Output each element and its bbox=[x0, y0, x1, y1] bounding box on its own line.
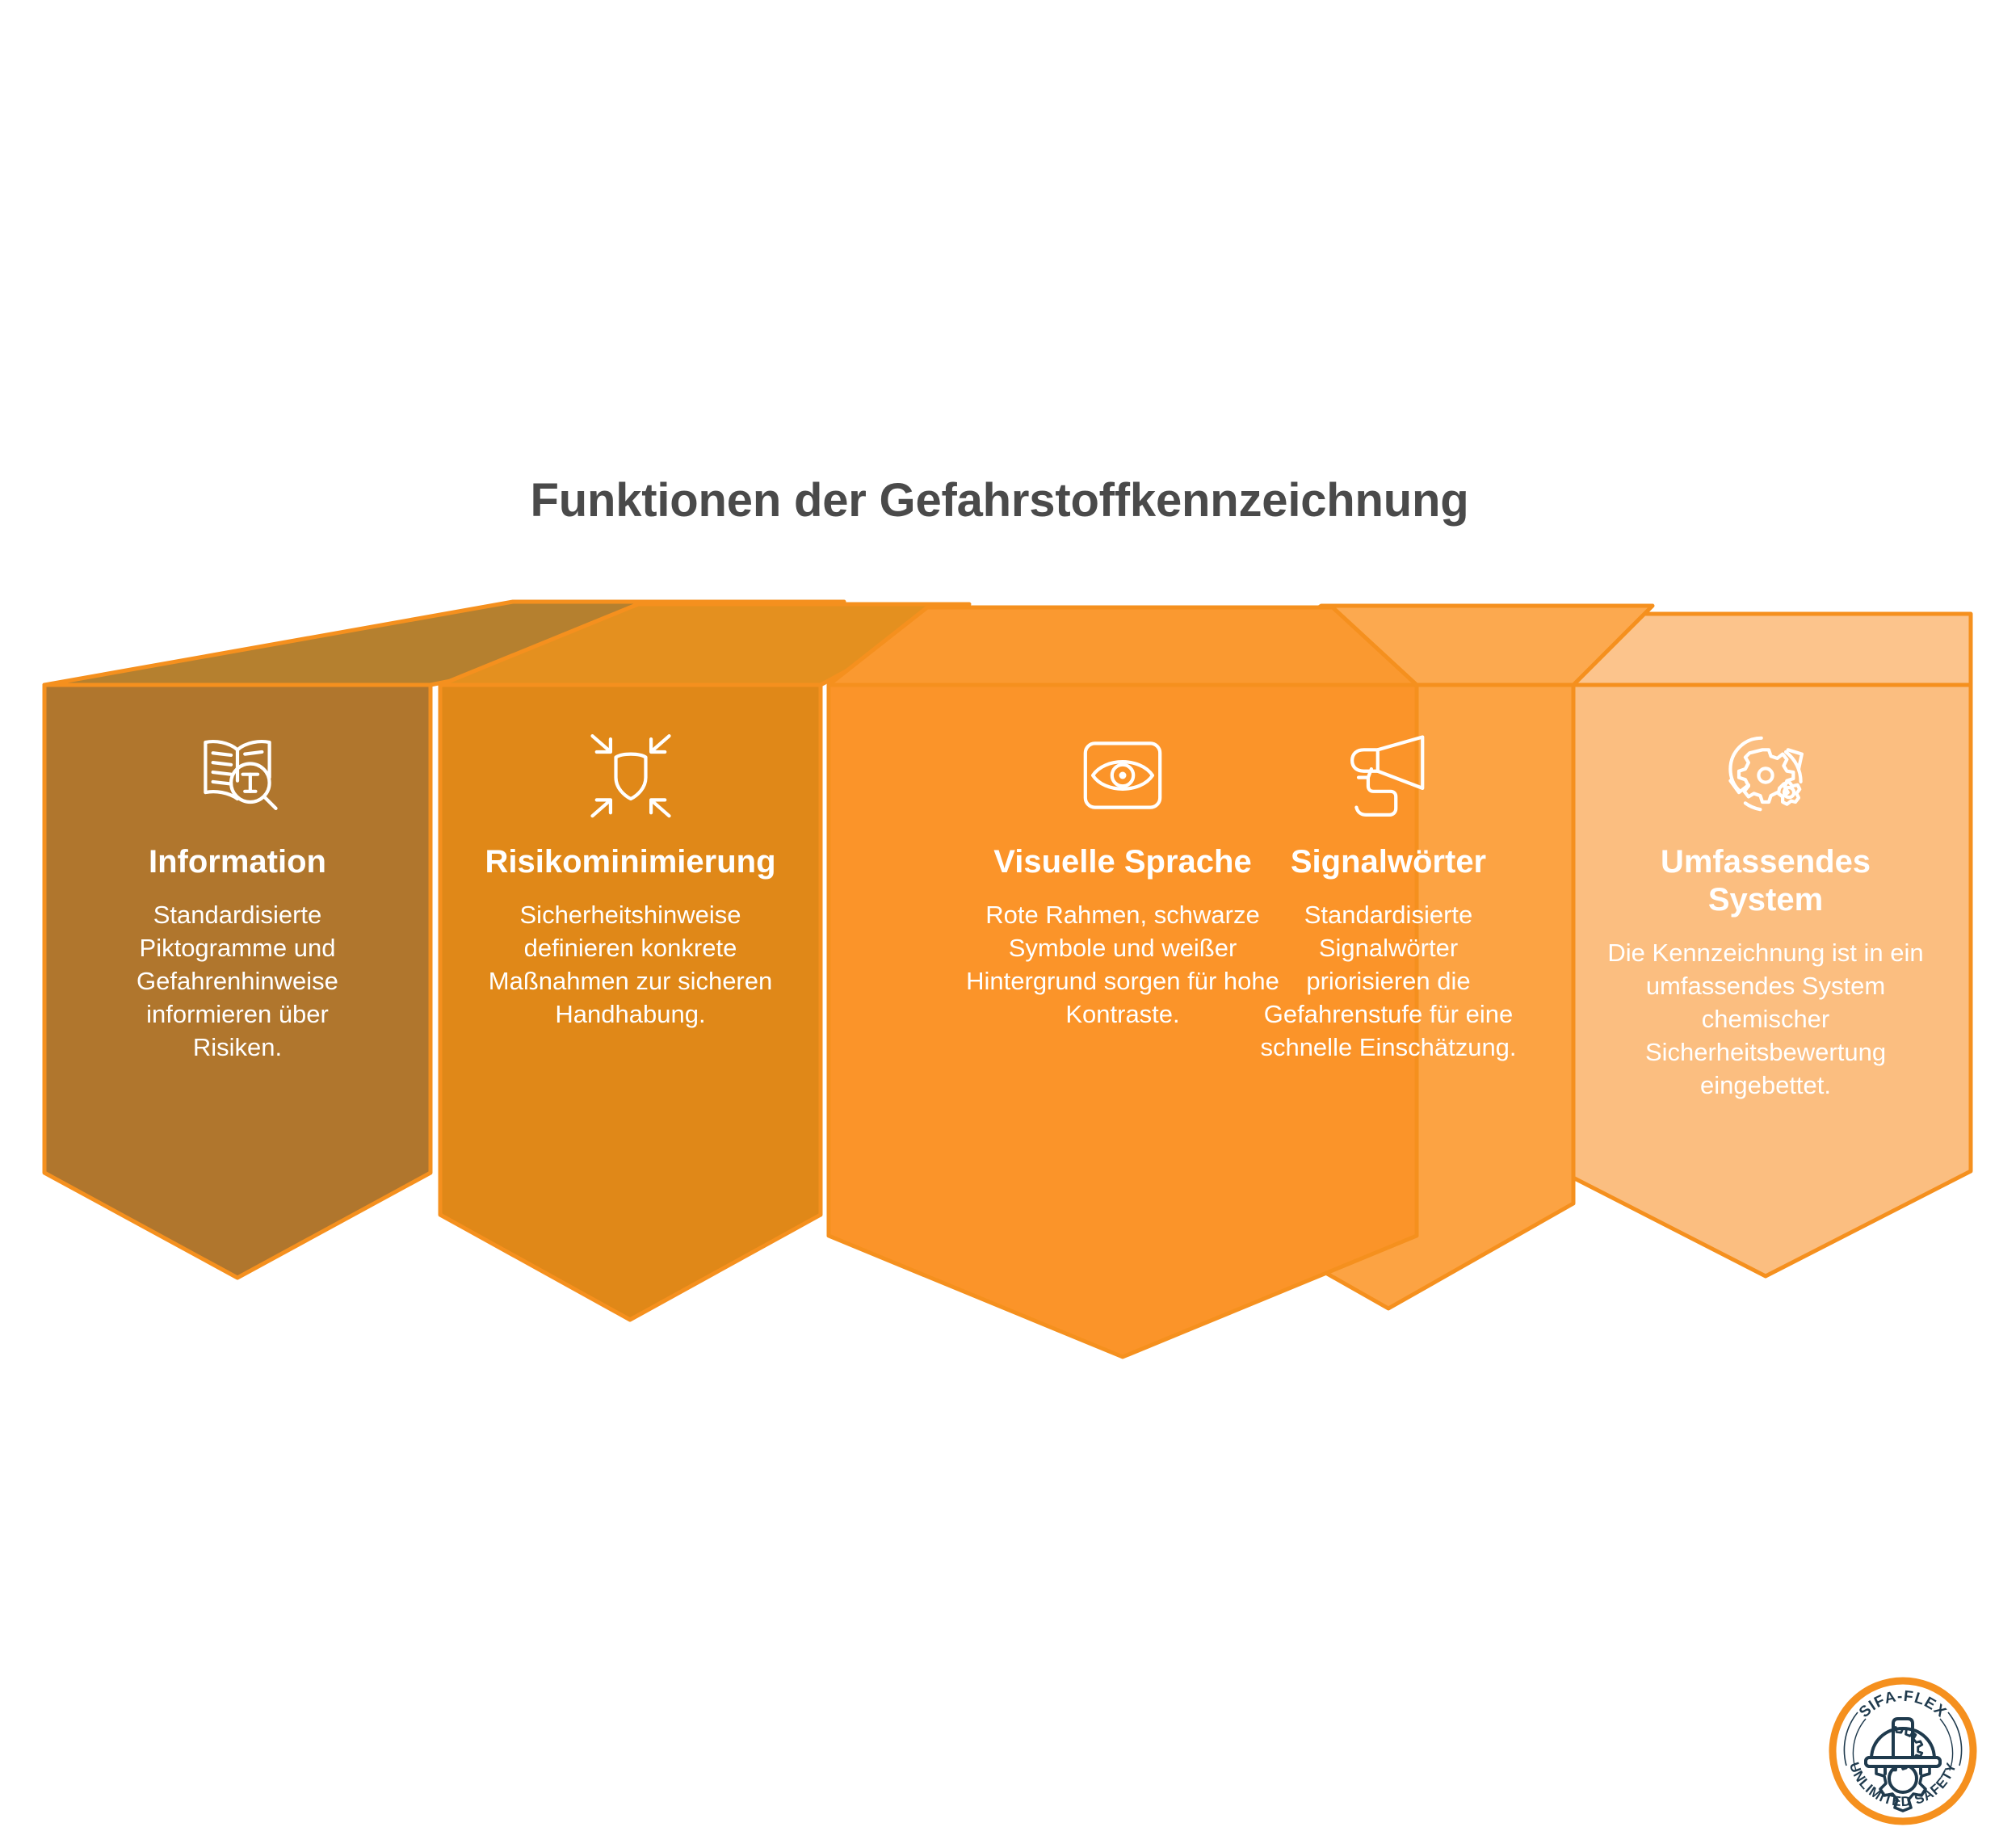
banner-3-description: Rote Rahmen, schwarze Symbole und weißer… bbox=[966, 901, 1279, 1028]
banner-3-title: Visuelle Sprache bbox=[993, 844, 1252, 880]
book-magnifier-icon bbox=[177, 719, 298, 832]
banner-1-description: Standardisierte Piktogramme und Gefahren… bbox=[136, 901, 338, 1061]
eye-in-frame-icon bbox=[1062, 719, 1183, 832]
banner-2-description: Sicherheitshinweise definieren konkrete … bbox=[488, 901, 773, 1028]
gears-cycle-icon bbox=[1705, 719, 1826, 832]
page-title: Funktionen der Gefahrstoffkennzeichnung bbox=[530, 474, 1469, 527]
banner-1-title: Information bbox=[149, 844, 326, 880]
banner-5-description: Die Kennzeichnung ist in ein umfassendes… bbox=[1607, 939, 1924, 1099]
brand-logo[interactable]: SIFA-FLEX UNLIMITED SAFETY bbox=[1822, 1670, 1984, 1832]
shield-inward-arrows-icon bbox=[570, 719, 691, 832]
banner-5[interactable]: Umfassendes System Die Kennzeichnung ist… bbox=[1560, 719, 1971, 1102]
megaphone-hand-icon bbox=[1328, 719, 1449, 832]
banner-4[interactable]: Signalwörter Standardisierte Signalwörte… bbox=[1203, 719, 1573, 1065]
banner-3[interactable]: Visuelle Sprache Rote Rahmen, schwarze S… bbox=[829, 719, 1417, 1031]
banner-2[interactable]: Risikominimierung Sicherheitshinweise de… bbox=[440, 719, 821, 1031]
banner-4-title: Signalwörter bbox=[1290, 844, 1487, 880]
banner-1[interactable]: Information Standardisierte Piktogramme … bbox=[44, 719, 430, 1065]
banner-2-title: Risikominimierung bbox=[485, 844, 776, 880]
banner-4-description: Standardisierte Signalwörter priorisiere… bbox=[1260, 901, 1517, 1061]
banner-5-title: Umfassendes System bbox=[1660, 844, 1871, 918]
